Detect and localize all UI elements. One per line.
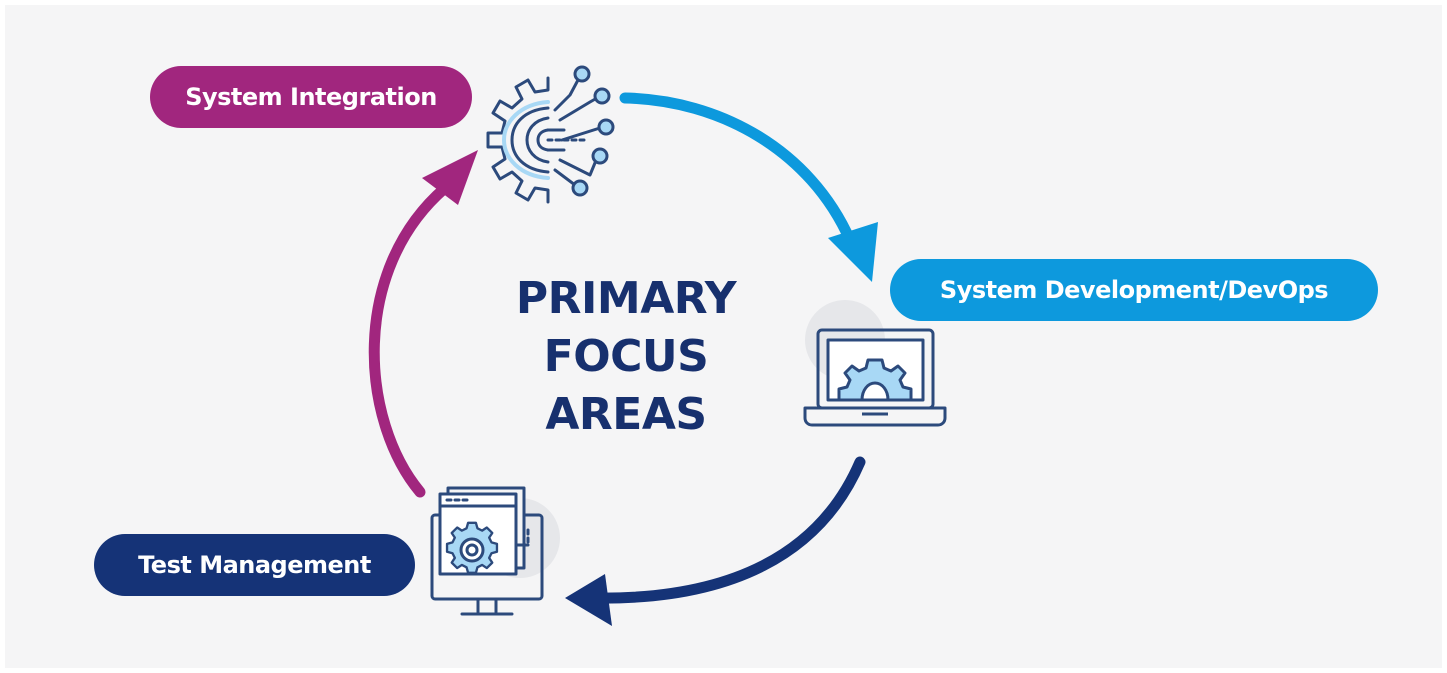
area-pill-system-development-devops: System Development/DevOps: [890, 259, 1378, 321]
center-title: PRIMARY FOCUS AREAS: [476, 270, 776, 444]
arrow-integration-to-devops: [619, 92, 856, 246]
arrow-devops-to-test: [589, 456, 866, 604]
laptop-gear-icon: [803, 328, 947, 427]
arrow-test-to-integration: [368, 182, 451, 498]
integration-gear-icon: [486, 65, 615, 204]
center-title-line-1: PRIMARY: [515, 273, 737, 324]
arrow-head-devops: [828, 222, 878, 282]
area-pill-system-integration: System Integration: [150, 66, 472, 128]
monitor-gear-icon: [430, 486, 544, 616]
arrow-head-test: [565, 574, 612, 626]
center-title-line-3: AREAS: [545, 389, 707, 440]
center-title-line-2: FOCUS: [543, 331, 709, 382]
arrow-head-integration: [422, 150, 478, 205]
area-pill-test-management: Test Management: [94, 534, 415, 596]
